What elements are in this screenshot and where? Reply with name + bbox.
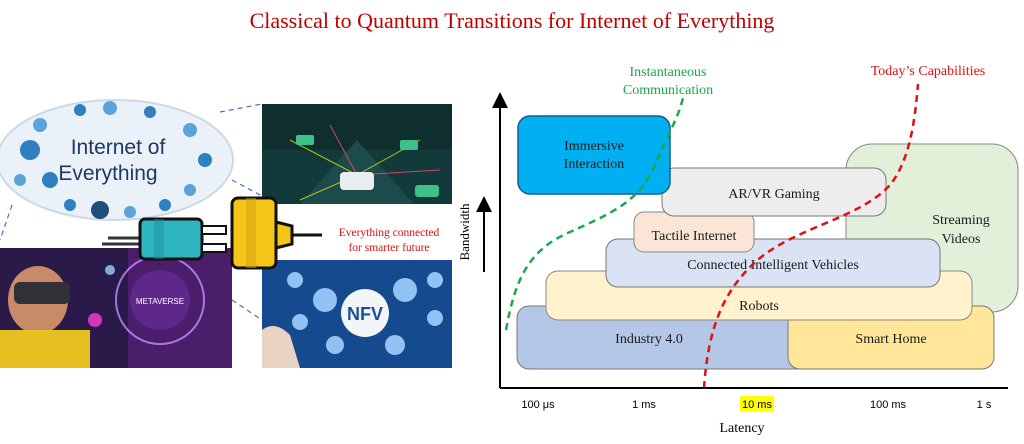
curve-instantaneous xyxy=(504,97,685,331)
x-axis-label: Latency xyxy=(719,421,764,436)
label-streaming-2: Videos xyxy=(942,232,981,247)
box-immersive xyxy=(517,115,671,195)
nfv-label: NFV xyxy=(347,304,383,324)
people-icon xyxy=(74,104,86,116)
label-streaming-1: Streaming xyxy=(932,213,990,228)
left-illustration: Internet of Everything METAVERSE xyxy=(0,99,456,368)
autonomous-car-photo xyxy=(262,104,452,204)
nfv-photo: NFV xyxy=(262,260,452,368)
caption-box xyxy=(322,222,456,256)
chat-icon xyxy=(183,123,197,137)
tick-100ms: 100 ms xyxy=(870,399,907,411)
y-axis-label: Bandwidth xyxy=(457,203,472,261)
connected-line1: Everything connected xyxy=(339,227,440,239)
cart-icon xyxy=(14,174,26,186)
gear-icon xyxy=(103,101,117,115)
tick-1s: 1 s xyxy=(977,399,992,411)
tick-10ms: 10 ms xyxy=(742,399,772,411)
connected-line2: for smarter future xyxy=(348,242,429,254)
plug-yellow-icon xyxy=(230,196,324,270)
label-instantaneous-2: Communication xyxy=(623,83,713,98)
label-immersive-1: Immersive xyxy=(564,139,624,154)
curve-today xyxy=(702,83,920,389)
label-today: Today’s Capabilities xyxy=(871,64,986,79)
ioe-line1: Internet of xyxy=(71,136,166,159)
label-robots: Robots xyxy=(739,299,779,314)
page-title: Classical to Quantum Transitions for Int… xyxy=(249,8,775,33)
plug-cyan-icon xyxy=(102,217,227,261)
lock-icon xyxy=(144,106,156,118)
ioe-cloud: Internet of Everything xyxy=(0,99,234,221)
home-icon xyxy=(42,172,58,188)
camera-icon xyxy=(159,199,171,211)
user-icon xyxy=(91,201,109,219)
tick-1ms: 1 ms xyxy=(632,399,656,411)
tick-highlight xyxy=(740,396,774,411)
wifi-icon xyxy=(20,140,40,160)
metaverse-label: METAVERSE xyxy=(136,297,184,306)
tick-100us: 100 μs xyxy=(521,399,555,411)
graduation-icon xyxy=(64,199,76,211)
ioe-line2: Everything xyxy=(58,162,157,185)
cloud-icon xyxy=(33,118,47,132)
label-industry: Industry 4.0 xyxy=(615,332,683,347)
label-instantaneous-1: Instantaneous xyxy=(630,65,707,80)
share-icon xyxy=(198,153,212,167)
label-smarthome: Smart Home xyxy=(855,332,926,347)
dashed-connectors xyxy=(0,103,263,321)
label-tactile: Tactile Internet xyxy=(652,229,737,244)
label-vehicles: Connected Intelligent Vehicles xyxy=(687,258,859,273)
phone-icon xyxy=(184,184,196,196)
label-immersive-2: Interaction xyxy=(564,157,625,172)
metaverse-vr-photo: METAVERSE xyxy=(0,248,232,368)
monitor-icon xyxy=(124,206,136,218)
label-arvr: AR/VR Gaming xyxy=(728,187,819,202)
